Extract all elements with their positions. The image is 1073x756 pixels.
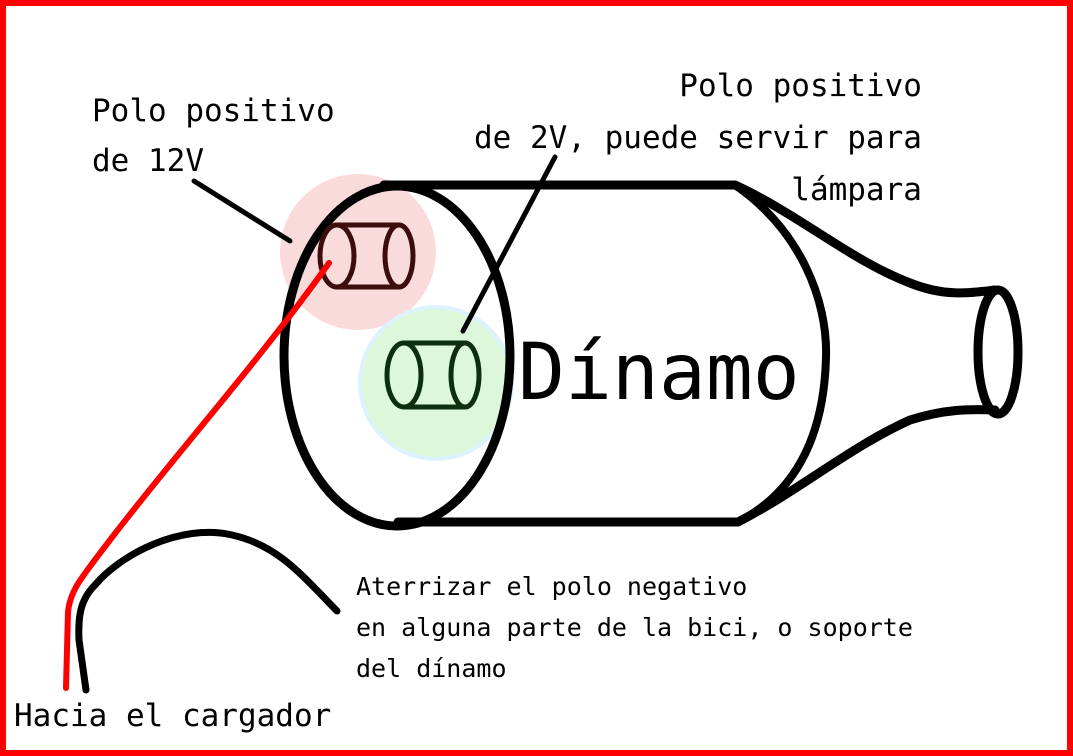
dynamo-neck-top xyxy=(730,180,1000,298)
leader-line-2v xyxy=(460,154,558,334)
ground-wire xyxy=(75,528,341,694)
terminal-12v xyxy=(317,222,416,290)
dynamo-back-arc xyxy=(731,181,831,526)
dynamo-front-face xyxy=(279,181,515,531)
terminal-12v-sides xyxy=(337,222,399,290)
dynamo-roller-tip xyxy=(973,285,1023,419)
positive-2v-label: Polo positivo de 2V, puede servir para l… xyxy=(474,68,922,208)
dynamo-neck-bottom xyxy=(733,405,1000,527)
terminal-2v-highlight xyxy=(358,305,514,461)
positive-wire xyxy=(63,260,332,691)
dynamo-body xyxy=(279,180,1023,531)
dynamo-label: Dínamo xyxy=(518,328,800,418)
positive-12v-label: Polo positivo de 12V xyxy=(92,93,335,179)
charger-label: Hacia el cargador xyxy=(14,698,332,734)
leader-line-12v xyxy=(191,178,293,244)
terminal-12v-highlight xyxy=(280,174,436,330)
ground-instruction-label: Aterrizar el polo negativo en alguna par… xyxy=(356,572,913,683)
terminal-2v xyxy=(384,340,482,410)
terminal-2v-sides xyxy=(404,340,465,410)
leader-lines xyxy=(191,154,558,334)
